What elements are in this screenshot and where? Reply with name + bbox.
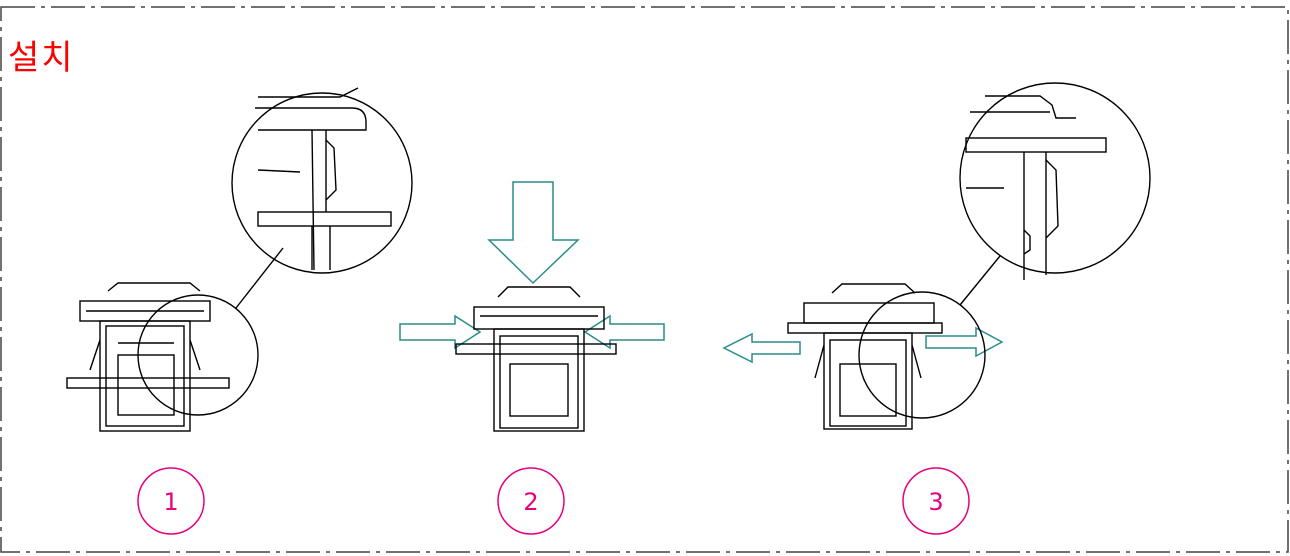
step-number-3: 3 bbox=[928, 488, 944, 516]
step-circle-2 bbox=[497, 467, 565, 535]
switch-drawing-step3 bbox=[787, 82, 1151, 430]
squeeze-arrow-left bbox=[399, 314, 482, 350]
squeeze-arrow-right bbox=[583, 314, 665, 350]
spread-arrow-right bbox=[925, 326, 1004, 358]
step-number-2: 2 bbox=[523, 488, 539, 516]
spread-arrow-left bbox=[722, 332, 801, 364]
step-circle-3 bbox=[902, 467, 970, 535]
dashed-border bbox=[0, 6, 1289, 553]
switch-drawing-step2 bbox=[455, 286, 617, 432]
diagram-title: 설치 bbox=[8, 38, 75, 78]
step-number-1: 1 bbox=[163, 488, 179, 516]
switch-drawing-step1 bbox=[66, 87, 413, 432]
step-circle-1 bbox=[137, 467, 205, 535]
push-down-arrow bbox=[487, 181, 580, 285]
